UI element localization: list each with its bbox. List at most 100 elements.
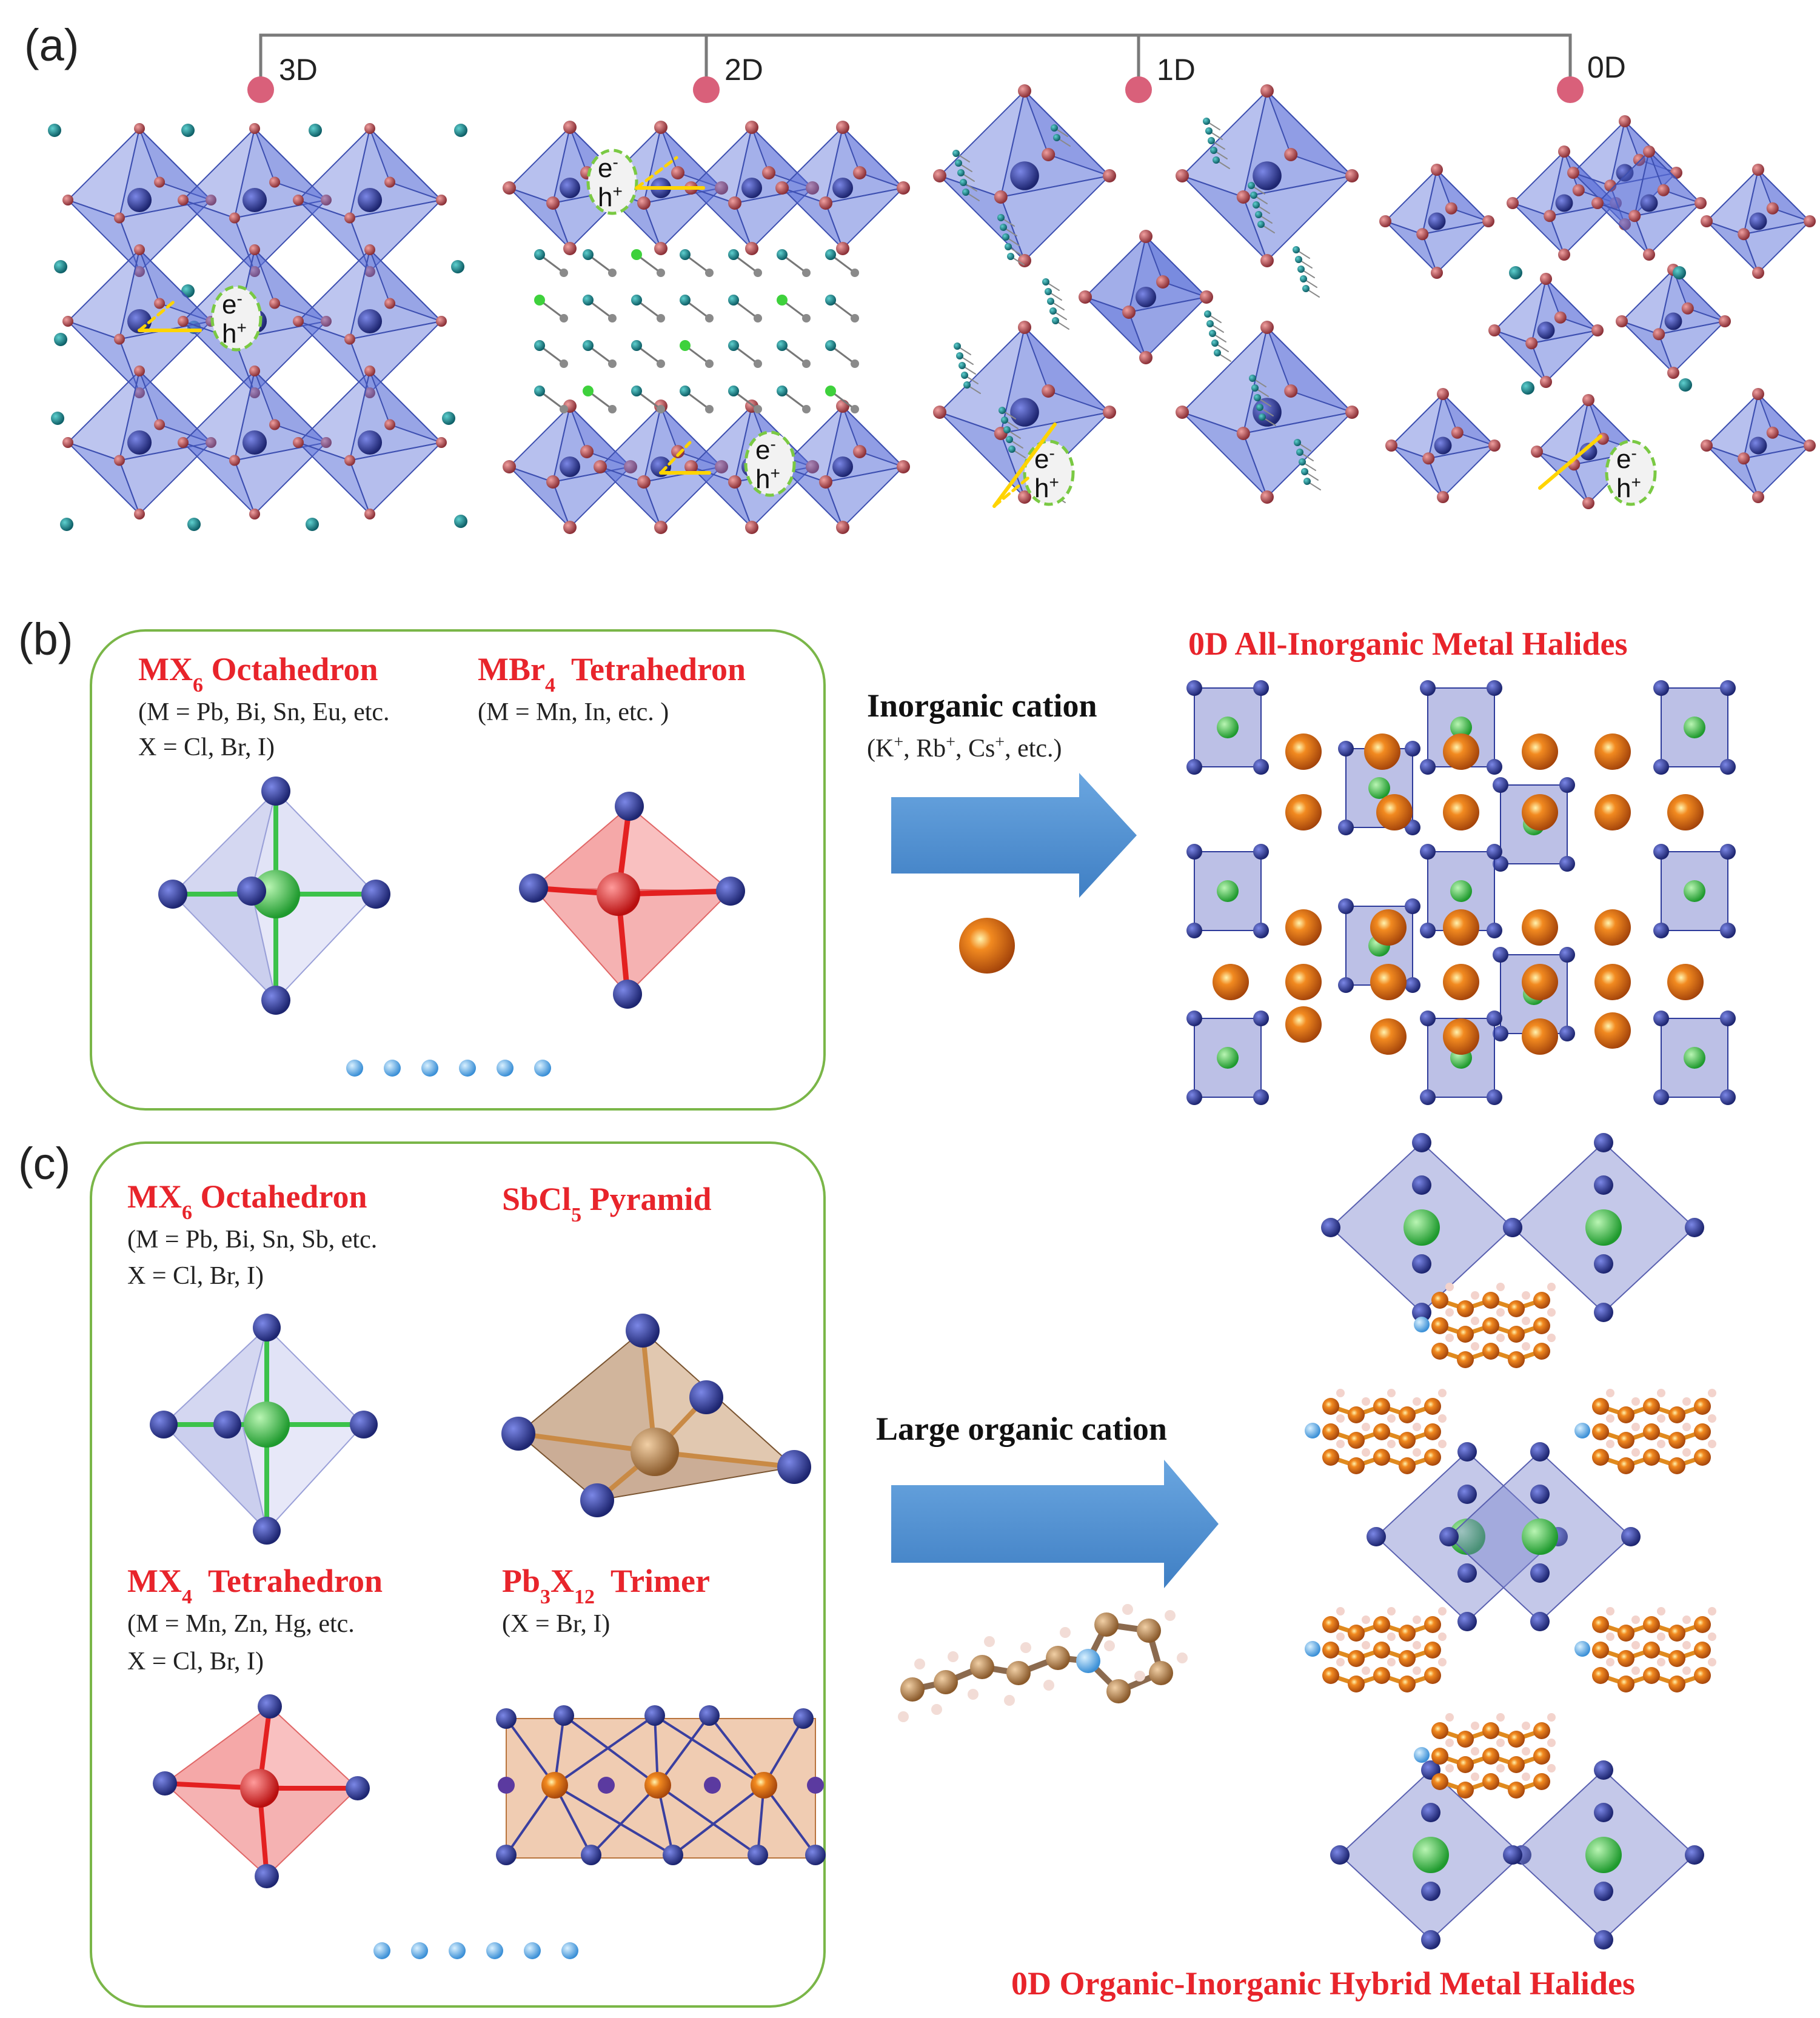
halide-atom	[249, 509, 260, 520]
hydrogen-atom	[1496, 1739, 1505, 1747]
halide-atom	[1487, 1011, 1502, 1026]
hydrogen-atom	[1496, 1713, 1505, 1722]
metal-center	[751, 1772, 777, 1799]
halide-atom	[134, 123, 145, 134]
halide-atom	[654, 521, 667, 534]
octahedron-face	[1242, 175, 1354, 262]
organic-atom	[777, 386, 788, 396]
panel-a: (a) 3D 2D 1D 0D e-h+e-h+e-h+e-h+e-h+	[24, 20, 1816, 534]
halide-atom	[1752, 267, 1764, 279]
organic-atom	[825, 340, 836, 351]
inorganic-cation-atom	[1285, 909, 1322, 946]
exciton-marker: e-h+	[586, 149, 705, 215]
octahedron	[293, 366, 447, 520]
metal-center	[1136, 287, 1156, 307]
metal-halide-bond	[554, 1784, 674, 1856]
electron-charge: -	[770, 435, 775, 453]
transport-arrow	[992, 423, 1057, 508]
organic-atom	[705, 405, 714, 413]
metal-halide-bond	[505, 1717, 556, 1786]
halide-atom	[364, 123, 375, 134]
halide-atom	[762, 166, 775, 179]
organic-atom	[1251, 384, 1259, 392]
inorganic-cation-atom	[1443, 794, 1479, 830]
organic-atom	[777, 340, 788, 351]
organic-atom	[631, 340, 642, 351]
halide-atom	[1018, 490, 1031, 504]
carbon-atom	[1373, 1616, 1390, 1633]
organic-cation-unit	[1414, 1713, 1556, 1799]
exciton-ellipse	[1023, 439, 1075, 506]
halide-atom	[113, 212, 125, 224]
carbon-atom	[1508, 1351, 1525, 1368]
hydrogen-atom	[1708, 1440, 1716, 1448]
carbon-atom	[934, 1670, 958, 1694]
carbon-atom	[1592, 1423, 1609, 1440]
halide-atom	[1487, 759, 1502, 775]
hydrogen-atom	[1547, 1713, 1556, 1722]
halide-atom	[436, 195, 447, 205]
halide-atom	[1530, 1612, 1550, 1631]
inorganic-cation-atom	[1370, 964, 1407, 1000]
nitrogen-atom	[1414, 1747, 1430, 1763]
carbon-atom	[1006, 1661, 1031, 1685]
octahedron-face	[842, 127, 904, 189]
halide-atom	[1530, 1563, 1550, 1583]
hydrogen-atom	[931, 1704, 942, 1715]
hydrogen-atom	[1043, 1680, 1054, 1691]
halide-atom	[626, 1314, 660, 1348]
octahedron-note-b-1: (M = Pb, Bi, Sn, Eu, etc.	[138, 698, 390, 726]
organic-atom	[1259, 413, 1266, 421]
metal-center	[1585, 1209, 1622, 1246]
structure-1d	[933, 84, 1359, 504]
hydrogen-atom	[1606, 1389, 1614, 1397]
octahedron-face	[369, 370, 442, 443]
metal-halide-bond	[554, 1714, 656, 1786]
hydrogen-atom	[1438, 1658, 1447, 1666]
halide-atom	[62, 437, 73, 448]
hydrogen-atom	[1413, 1641, 1421, 1649]
octahedron-face	[1545, 278, 1598, 331]
organic-atom	[560, 405, 568, 413]
trimer-title-c: Pb3X12 Trimer	[502, 1563, 710, 1608]
inorganic-cation-atom	[1285, 1006, 1322, 1043]
halide-atom	[1594, 1760, 1613, 1780]
inorganic-cation-atom	[1667, 964, 1704, 1000]
carbon-atom	[1618, 1625, 1634, 1642]
halide-atom	[1752, 388, 1764, 400]
halide-atom	[613, 980, 642, 1009]
halide-atom	[1594, 1882, 1613, 1901]
halide-atom	[1804, 439, 1816, 452]
organic-atom	[1214, 349, 1221, 356]
halide-atom	[1412, 1303, 1431, 1322]
halide-atom	[384, 298, 396, 309]
halide-atom	[1653, 328, 1665, 341]
tetrahedron-unit	[1186, 844, 1269, 938]
halide-atom	[745, 521, 758, 534]
hydrogen-atom	[1445, 1334, 1454, 1342]
carbon-atom	[1424, 1616, 1441, 1633]
octahedron	[1079, 230, 1213, 364]
organic-atom	[1213, 156, 1220, 164]
metal-center	[1368, 777, 1390, 799]
tetrahedron-note-c-2: X = Cl, Br, I)	[127, 1648, 264, 1676]
hydrogen-atom	[1004, 1695, 1015, 1706]
octahedron	[775, 399, 910, 534]
dim-label-2d: 2D	[724, 53, 763, 87]
organic-atom	[1206, 320, 1214, 327]
octahedron	[1379, 164, 1494, 279]
halide-atom	[1439, 1527, 1459, 1546]
halide-atom	[1345, 406, 1359, 419]
octahedron-unit	[1503, 1133, 1704, 1322]
hydrogen-atom	[1471, 1747, 1479, 1756]
halide-atom	[554, 1705, 574, 1726]
halide-atom	[728, 196, 741, 210]
carbon-atom	[1643, 1398, 1660, 1415]
organic-atom	[657, 405, 665, 413]
octahedron-face	[1421, 220, 1491, 274]
electron-charge: -	[1049, 444, 1054, 463]
hydrogen-atom	[1438, 1389, 1447, 1397]
metal-center	[357, 187, 383, 213]
halide-atom	[1422, 452, 1435, 465]
tetrahedron-title-b: MBr4 Tetrahedron	[478, 651, 746, 697]
